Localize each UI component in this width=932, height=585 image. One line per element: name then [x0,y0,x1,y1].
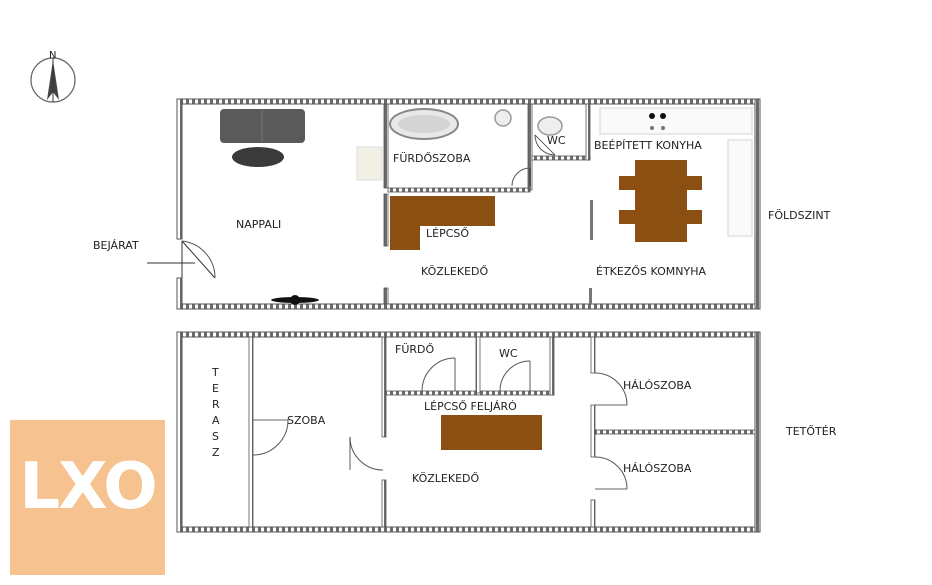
terrace-letter: S [212,430,219,443]
hallway-label: KÖZLEKEDŐ [412,471,480,485]
terrace-letter: E [212,382,219,395]
toilet-icon [537,116,563,136]
attic-floor: T E R A S Z SZOBA FÜRDŐ WC LÉPCSŐ FELJÁR… [176,331,837,533]
room-label: SZOBA [287,414,326,427]
stairs-label: LÉPCSŐ [426,226,469,240]
dining-table-icon [619,160,702,242]
hallway-label: KÖZLEKEDŐ [421,264,489,278]
bathroom-label: FÜRDŐSZOBA [393,151,471,165]
terrace-letter: R [212,398,220,411]
wc-label: WC [499,347,518,360]
terrace-letter: A [212,414,220,427]
table-icon [232,147,284,167]
compass-north-label: N [49,50,56,61]
stairs-icon [390,196,495,250]
bathroom-label: FÜRDŐ [395,342,434,356]
stairs-icon [441,415,542,450]
living-room-label: NAPPALI [236,218,281,231]
bedroom-label: HÁLÓSZOBA [623,462,692,475]
ground-floor-label: FÖLDSZINT [768,209,831,222]
entrance-label: BEJÁRAT [93,239,139,252]
compass-icon: N [30,50,76,103]
logo-text: LXO [19,450,157,524]
bedroom-label: HÁLÓSZOBA [623,379,692,392]
sink-icon [494,109,512,127]
watermark-logo: LXO [10,420,165,575]
attic-floor-label: TETŐTÉR [785,424,837,438]
dining-kitchen-label: ÉTKEZŐS KOMNYHA [596,264,706,278]
kitchen-label: BEÉPÍTETT KONYHA [594,139,702,152]
fan-icon [271,295,319,305]
ground-floor: BEJÁRAT NAPPALI FÜRDŐSZOBA WC BEÉPÍTETT … [93,98,831,310]
terrace-letter: T [211,366,219,379]
wc-label: WC [547,134,566,147]
terrace-letter: Z [212,446,220,459]
stairs-label: LÉPCSŐ FELJÁRÓ [424,399,517,413]
stove-icon [649,113,655,119]
